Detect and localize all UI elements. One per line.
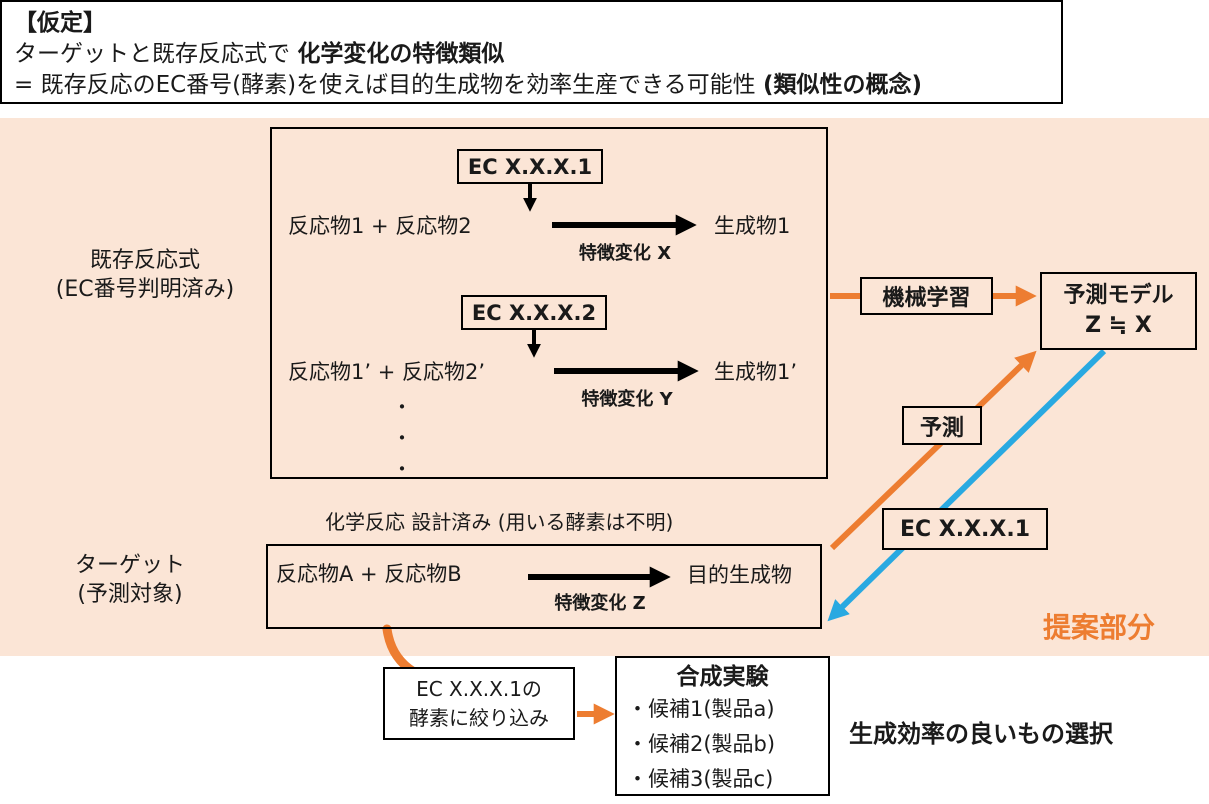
target-label-line2: (予測対象): [77, 582, 183, 607]
proposal-label: 提案部分: [1043, 611, 1156, 644]
synthesis-experiment-box: 合成実験 ・候補1(製品a) ・候補2(製品b) ・候補3(製品c): [615, 656, 830, 796]
existing-label-line1: 既存反応式: [89, 248, 200, 273]
selection-note: 生成効率の良いもの選択: [849, 720, 1113, 748]
candidate-item: ・候補2(製品b): [627, 732, 776, 756]
ellipsis-dot: ・: [392, 457, 412, 481]
more-reactions-ellipsis: ・ ・ ・: [392, 392, 412, 485]
target-reaction-note: 化学反応 設計済み (用いる酵素は不明): [325, 510, 674, 534]
assumption-title-text: 【仮定】: [14, 10, 106, 36]
machine-learning-box: 機械学習: [860, 277, 993, 315]
assumption-box: 【仮定】 ターゲットと既存反応式で 化学変化の特徴類似 = 既存反応のEC番号(…: [0, 0, 1063, 104]
target-label-line1: ターゲット: [74, 553, 185, 578]
ec1-box: EC X.X.X.1: [457, 149, 603, 184]
ellipsis-dot: ・: [392, 395, 412, 419]
assumption-line3: = 既存反応のEC番号(酵素)を使えば目的生成物を効率生産できる可能性 (類似性…: [14, 70, 1049, 101]
reaction1-product: 生成物1: [714, 214, 791, 238]
ec-result-box: EC X.X.X.1: [882, 508, 1048, 550]
reaction2-product: 生成物1’: [714, 360, 798, 384]
ec1-label: EC X.X.X.1: [467, 154, 593, 179]
reaction2-feature: 特徴変化 Y: [581, 389, 673, 410]
ec-result-label: EC X.X.X.1: [899, 516, 1031, 542]
assumption-line2: ターゲットと既存反応式で 化学変化の特徴類似: [14, 39, 1049, 70]
prediction-model-box: 予測モデル Z ≒ X: [1040, 272, 1197, 350]
reaction2-reactants: 反応物1’ + 反応物2’: [288, 360, 486, 384]
ec-result-arrow: [827, 348, 1107, 622]
assumption-line2-regular: ターゲットと既存反応式で: [14, 41, 298, 67]
reaction1-feature: 特徴変化 X: [578, 243, 672, 264]
machine-learning-label: 機械学習: [882, 286, 971, 311]
ec2-label: EC X.X.X.2: [471, 300, 597, 325]
target-feature: 特徴変化 Z: [554, 593, 646, 614]
existing-label-line2: (EC番号判明済み): [55, 277, 235, 302]
ec-filter-box: EC X.X.X.1の 酵素に絞り込み: [383, 667, 575, 740]
predict-box: 予測: [902, 406, 982, 445]
prediction-model-equation: Z ≒ X: [1085, 313, 1152, 338]
assumption-line2-bold: 化学変化の特徴類似: [297, 41, 505, 67]
target-product: 目的生成物: [687, 563, 792, 587]
proposal-region-background: [0, 118, 1209, 656]
existing-reactions-label: 既存反応式 (EC番号判明済み): [25, 246, 265, 304]
assumption-title: 【仮定】: [14, 8, 1049, 39]
reaction1-reactants: 反応物1 + 反応物2: [288, 214, 472, 238]
ec2-box: EC X.X.X.2: [461, 295, 607, 330]
existing-reactions-box: [270, 127, 828, 479]
candidate-item: ・候補3(製品c): [627, 767, 774, 791]
ec-filter-line1: EC X.X.X.1の: [416, 676, 542, 701]
target-label: ターゲット (予測対象): [40, 551, 220, 609]
target-reactants: 反応物A + 反応物B: [276, 562, 462, 586]
ellipsis-dot: ・: [392, 426, 412, 450]
synthesis-experiment-title: 合成実験: [676, 664, 769, 690]
ec-filter-line2: 酵素に絞り込み: [409, 705, 549, 730]
candidate-item: ・候補1(製品a): [627, 697, 775, 721]
predict-arrow: [829, 350, 1037, 551]
target-reaction-box: [266, 544, 822, 629]
assumption-line3-regular: = 既存反応のEC番号(酵素)を使えば目的生成物を効率生産できる可能性: [14, 72, 763, 98]
target-to-filter-connector: [382, 624, 419, 677]
predict-label: 予測: [919, 415, 964, 441]
assumption-line3-bold: (類似性の概念): [762, 72, 923, 98]
prediction-model-title: 予測モデル: [1063, 283, 1174, 308]
